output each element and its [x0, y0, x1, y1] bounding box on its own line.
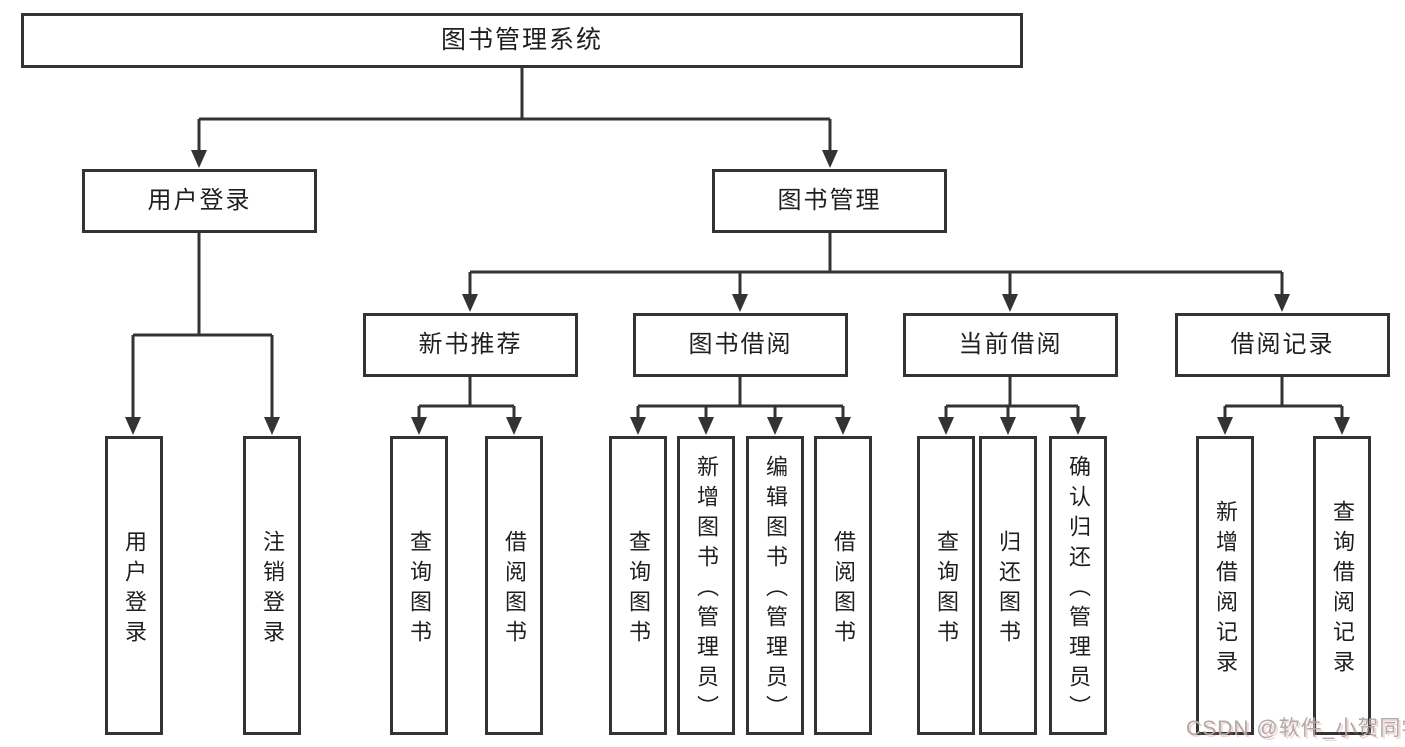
- arrowhead: [1217, 417, 1233, 435]
- leaf-borrow-books: 借阅图书: [814, 436, 872, 735]
- node-user-login-branch: 用户登录: [82, 169, 317, 233]
- arrowhead: [411, 417, 427, 435]
- arrowhead: [125, 417, 141, 435]
- node-new-book-recommend: 新书推荐: [363, 313, 578, 377]
- leaf-query-borrow-record: 查询借阅记录: [1313, 436, 1371, 735]
- node-book-borrowing: 图书借阅: [633, 313, 848, 377]
- arrowhead: [1070, 417, 1086, 435]
- edge-leaf-drops: [417, 406, 1344, 421]
- leaf-query-books-borrowing: 查询图书: [609, 436, 667, 735]
- leaf-user-login: 用户登录: [105, 436, 163, 735]
- leaf-query-books-recommend: 查询图书: [390, 436, 448, 735]
- arrowhead: [767, 417, 783, 435]
- node-borrowing-records: 借阅记录: [1175, 313, 1390, 377]
- arrowhead: [1000, 417, 1016, 435]
- edge-root-to-level2: [197, 68, 832, 154]
- leaf-borrow-books-recommend: 借阅图书: [485, 436, 543, 735]
- arrowhead: [506, 417, 522, 435]
- node-current-borrowing: 当前借阅: [903, 313, 1118, 377]
- arrowhead: [835, 417, 851, 435]
- node-root: 图书管理系统: [21, 13, 1023, 68]
- arrowhead: [1274, 294, 1290, 312]
- arrowhead: [938, 417, 954, 435]
- arrowhead: [462, 294, 478, 312]
- arrowhead: [264, 417, 280, 435]
- csdn-watermark: CSDN @软件_小贺同学: [1186, 717, 1405, 740]
- leaf-confirm-return-admin: 确认归还（管理员）: [1049, 436, 1107, 735]
- edge-login-to-leaves: [131, 233, 274, 421]
- leaf-add-borrow-record: 新增借阅记录: [1196, 436, 1254, 735]
- edge-level3-stems: [468, 377, 1284, 406]
- leaf-return-books: 归还图书: [979, 436, 1037, 735]
- arrowhead: [1002, 294, 1018, 312]
- arrowhead: [630, 417, 646, 435]
- edge-management-to-level3: [468, 233, 1284, 298]
- arrowhead: [191, 150, 207, 168]
- arrowhead: [822, 150, 838, 168]
- leaf-query-books-current: 查询图书: [917, 436, 975, 735]
- node-book-management-branch: 图书管理: [712, 169, 947, 233]
- leaf-edit-books-admin: 编辑图书（管理员）: [746, 436, 804, 735]
- arrowhead: [698, 417, 714, 435]
- arrowhead: [1334, 417, 1350, 435]
- leaf-add-books-admin: 新增图书（管理员）: [677, 436, 735, 735]
- arrowhead: [732, 294, 748, 312]
- leaf-logout: 注销登录: [243, 436, 301, 735]
